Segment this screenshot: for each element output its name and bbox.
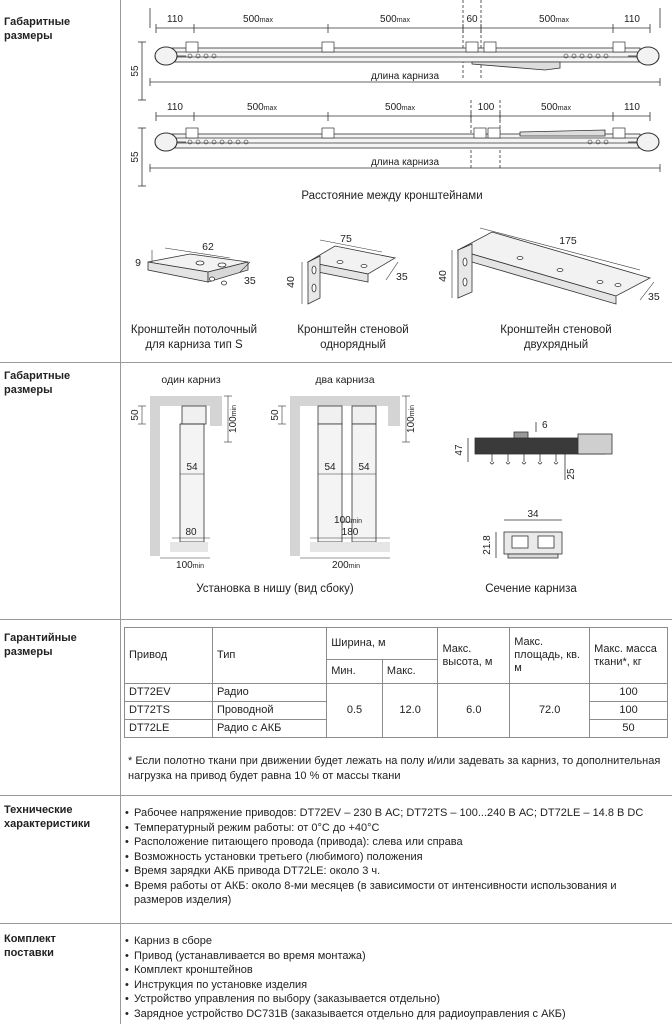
list-item: Зарядное устройство DC731B (заказывается… xyxy=(124,1007,664,1022)
dim-label: 110 xyxy=(167,102,183,113)
list-item: Рабочее напряжение приводов: DT72EV – 23… xyxy=(124,806,664,821)
dim-label: 6 xyxy=(542,420,548,431)
section-caption: Сечение карниза xyxy=(485,583,577,595)
dim-label: 500max xyxy=(385,102,415,113)
dimensions-drawing: 110 500max 500max 60 500max 110 55 длина… xyxy=(130,0,661,305)
table-row-mass: 100 xyxy=(589,683,668,702)
dim-label: 500max xyxy=(243,14,273,25)
cell-max-width: 12.0 xyxy=(381,683,439,738)
table-row-mass: 100 xyxy=(589,701,668,720)
list-item: Время работы от АКБ: около 8-ми месяцев … xyxy=(124,879,664,908)
section-divider xyxy=(0,795,672,796)
table-footnote: * Если полотно ткани при движении будет … xyxy=(128,755,661,782)
cell-max-area: 72.0 xyxy=(509,683,591,738)
dim-label: 35 xyxy=(244,275,256,287)
header-area: Макс. площадь, кв. м xyxy=(509,627,591,684)
dim-label: 75 xyxy=(340,233,352,245)
dim-label: 54 xyxy=(358,462,370,473)
list-item: Время зарядки АКБ привода DT72LE: около … xyxy=(124,864,664,879)
cell-max-height: 6.0 xyxy=(437,683,511,738)
header-type: Тип xyxy=(211,627,328,684)
dim-label: 80 xyxy=(185,527,197,538)
dim-label: 54 xyxy=(186,462,198,473)
table-row-mass: 50 xyxy=(589,719,668,738)
section-label-tech: Технические характеристики xyxy=(4,804,91,830)
dim-label: 47 xyxy=(454,444,465,456)
table-row-drive: DT72TS xyxy=(124,701,213,720)
header-mass: Макс. масса ткани*, кг xyxy=(589,627,668,684)
tech-list: Рабочее напряжение приводов: DT72EV – 23… xyxy=(124,806,664,908)
dim-label: 110 xyxy=(624,102,640,113)
list-item: Расположение питающего провода (привода)… xyxy=(124,835,664,850)
table-row-type: Проводной xyxy=(211,701,328,720)
dim-label: 100min xyxy=(228,405,239,433)
dim-label: 100min xyxy=(334,515,362,526)
niche-caption: Установка в нишу (вид сбоку) xyxy=(196,583,354,595)
niche-title-two: два карниза xyxy=(315,374,374,386)
header-max: Макс. xyxy=(381,659,439,684)
table-row-drive: DT72LE xyxy=(124,719,213,738)
dim-label: 180 xyxy=(342,527,359,538)
dim-label: 110 xyxy=(624,14,640,25)
dim-label: 100min xyxy=(176,560,204,571)
dim-label: 100min xyxy=(406,405,417,433)
list-item: Возможность установки третьего (любимого… xyxy=(124,850,664,865)
section-divider xyxy=(0,923,672,924)
cell-min-width: 0.5 xyxy=(326,683,383,738)
list-item: Привод (устанавливается во время монтажа… xyxy=(124,949,664,964)
list-item: Инструкция по установке изделия xyxy=(124,978,664,993)
spacing-caption: Расстояние между кронштейнами xyxy=(301,190,483,202)
dim-label: 40 xyxy=(437,270,449,282)
kit-list: Карниз в сборе Привод (устанавливается в… xyxy=(124,934,664,1021)
list-item: Карниз в сборе xyxy=(124,934,664,949)
bracket-caption-double: Кронштейн стеновой двухрядный xyxy=(500,324,612,351)
dim-label: 25 xyxy=(566,468,577,480)
table-row-type: Радио с АКБ xyxy=(211,719,328,738)
dim-label: 55 xyxy=(130,151,141,163)
header-min: Мин. xyxy=(326,659,383,684)
section-label-dims-2: Габаритные размеры xyxy=(4,370,71,396)
dim-label: 175 xyxy=(559,235,577,247)
niche-title-one: один карниз xyxy=(161,374,220,386)
rail-length-label: длина карниза xyxy=(371,157,440,168)
dim-label: 35 xyxy=(648,291,660,303)
header-drive: Привод xyxy=(124,627,213,684)
dim-label: 500max xyxy=(539,14,569,25)
section-label-kit: Комплект поставки xyxy=(4,933,56,959)
dim-label: 500max xyxy=(380,14,410,25)
section-label-warranty: Гарантийные размеры xyxy=(4,632,77,658)
list-item: Устройство управления по выбору (заказыв… xyxy=(124,992,664,1007)
header-height: Макс. высота, м xyxy=(437,627,511,684)
dim-label: 54 xyxy=(324,462,336,473)
rail-length-label: длина карниза xyxy=(371,71,440,82)
dim-label: 50 xyxy=(130,409,141,421)
dim-label: 50 xyxy=(270,409,281,421)
dim-label: 200min xyxy=(332,560,360,571)
dim-label: 35 xyxy=(396,271,408,283)
dim-label: 110 xyxy=(167,14,183,25)
dim-label: 34 xyxy=(527,509,539,520)
dim-label: 21.8 xyxy=(482,535,493,555)
list-item: Температурный режим работы: от 0°С до +4… xyxy=(124,821,664,836)
column-divider xyxy=(120,0,121,1024)
dim-label: 40 xyxy=(285,276,297,288)
dim-label: 60 xyxy=(466,14,478,25)
bracket-caption-ceiling: Кронштейн потолочный для карниза тип S xyxy=(130,324,258,351)
bracket-caption-single: Кронштейн стеновой однорядный xyxy=(297,324,409,351)
dim-label: 55 xyxy=(130,65,141,77)
header-width: Ширина, м xyxy=(326,627,439,660)
table-row-drive: DT72EV xyxy=(124,683,213,702)
spec-table: Привод Тип Ширина, м Макс. высота, м Мак… xyxy=(124,627,668,738)
dim-label: 9 xyxy=(135,257,141,269)
section-label-dims: Габаритные размеры xyxy=(4,16,71,42)
table-row-type: Радио xyxy=(211,683,328,702)
section-divider xyxy=(0,362,672,363)
section-divider xyxy=(0,619,672,620)
dim-label: 500max xyxy=(541,102,571,113)
dim-label: 100 xyxy=(478,102,495,113)
niche-drawing: один карниз два карниза 50 100min 54 80 … xyxy=(130,374,613,571)
dim-label: 62 xyxy=(202,241,214,253)
dim-label: 500max xyxy=(247,102,277,113)
list-item: Комплект кронштейнов xyxy=(124,963,664,978)
